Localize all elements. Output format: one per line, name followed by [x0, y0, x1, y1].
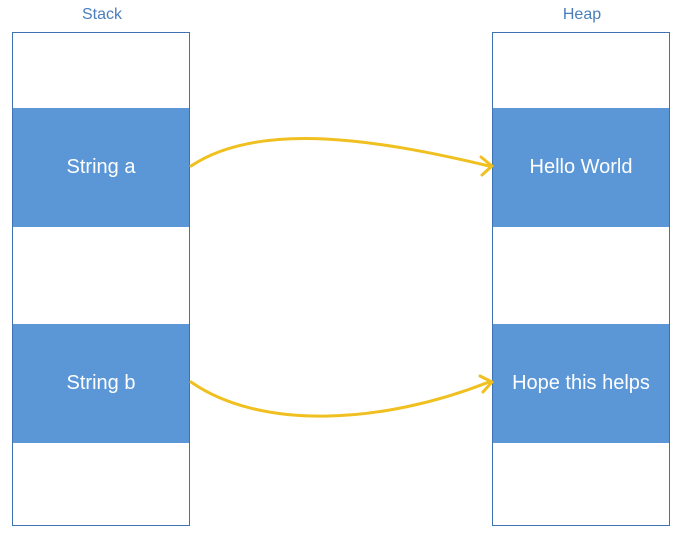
stack-cell-string-b: String b — [13, 324, 189, 443]
heap-cell-hope-this-helps: Hope this helps — [493, 324, 669, 443]
heap-column: Hello World Hope this helps — [492, 32, 670, 526]
stack-title: Stack — [81, 6, 122, 23]
stack-column: String a String b — [12, 32, 190, 526]
stack-cell-string-a: String a — [13, 108, 189, 227]
arrow-string-a-to-hello-world — [189, 137, 491, 168]
arrowhead-hello-world-icon — [479, 155, 494, 177]
heap-title: Heap — [562, 6, 602, 23]
arrow-string-b-to-hope-this-helps — [189, 380, 491, 418]
arrowhead-hope-this-helps-icon — [478, 374, 494, 394]
heap-cell-hello-world: Hello World — [493, 108, 669, 227]
